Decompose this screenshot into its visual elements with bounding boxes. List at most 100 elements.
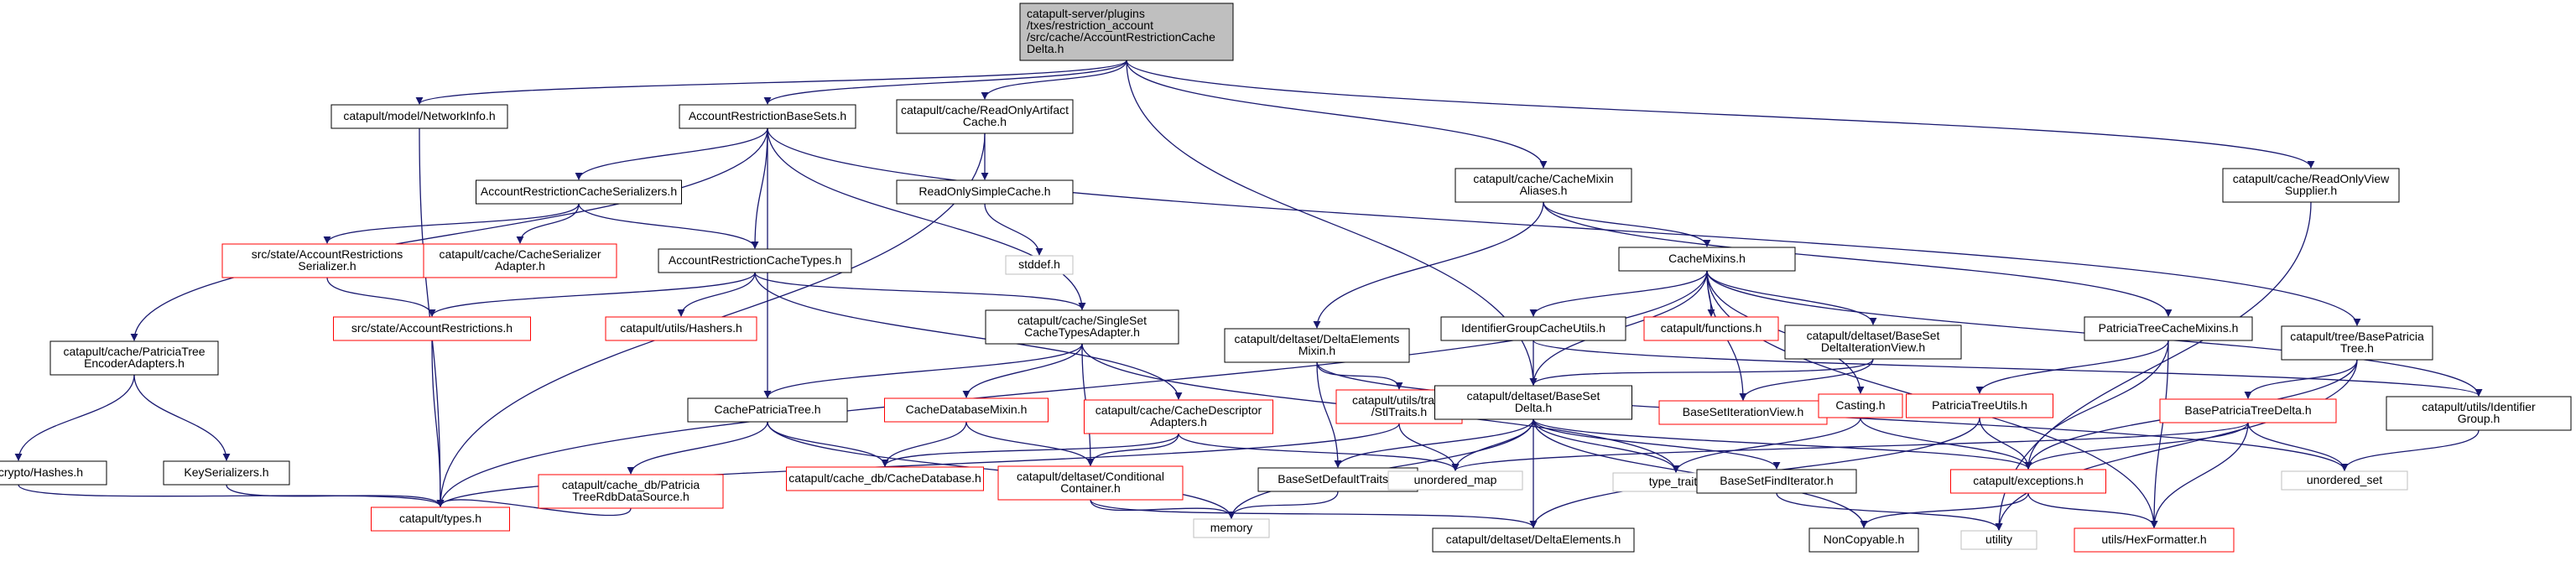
node-basepatriciatreedelta[interactable]: BasePatriciaTreeDelta.h bbox=[2159, 398, 2337, 423]
node-label-noncopyable-0: NonCopyable.h bbox=[1824, 532, 1905, 546]
edge-root-to-readonlyviewsupplier bbox=[1126, 60, 2315, 169]
edge-cachemixins-to-basesetdeltaiterationview bbox=[1706, 270, 1877, 325]
edge-patriciatreeencoderadapters-to-keyserializers bbox=[133, 374, 231, 461]
node-label-basesetfinditerator-0: BaseSetFindIterator.h bbox=[1720, 474, 1833, 487]
edge-singlesetcachetypesadapter-to-cachepatriciatree bbox=[763, 343, 1083, 398]
edge-basesetfinditerator-to-utility bbox=[1776, 492, 2003, 531]
node-hashes[interactable]: catapult/crypto/Hashes.h bbox=[0, 460, 107, 486]
node-label-singlesetcachetypesadapter-0: catapult/cache/SingleSet bbox=[1017, 314, 1147, 327]
node-label-basesetdefaulttraits-0: BaseSetDefaultTraits.h bbox=[1278, 472, 1397, 486]
node-arserializer[interactable]: src/state/AccountRestrictionsSerializer.… bbox=[221, 243, 433, 278]
node-types[interactable]: catapult/types.h bbox=[371, 506, 510, 532]
node-label-basepatriciatreedelta-0: BasePatriciaTreeDelta.h bbox=[2184, 403, 2311, 417]
node-cachemixins[interactable]: CacheMixins.h bbox=[1618, 247, 1796, 272]
node-hexformatter[interactable]: utils/HexFormatter.h bbox=[2074, 527, 2235, 553]
node-patriciatreeencoderadapters[interactable]: catapult/cache/PatriciaTreeEncoderAdapte… bbox=[49, 340, 219, 376]
node-patriciatreerdbdatasource[interactable]: catapult/cache_db/PatriciaTreeRdbDataSou… bbox=[538, 474, 724, 509]
node-label-arserializer-1: Serializer.h bbox=[298, 259, 356, 273]
node-box-patriciatreeutils bbox=[1906, 393, 2053, 418]
node-patriciatreeutils[interactable]: PatriciaTreeUtils.h bbox=[1906, 393, 2053, 418]
node-keyserializers[interactable]: KeySerializers.h bbox=[163, 460, 290, 486]
node-box-hashes bbox=[0, 460, 107, 486]
node-label-patriciatreecachemixins-0: PatriciaTreeCacheMixins.h bbox=[2099, 321, 2239, 335]
node-cachedatabasemixin[interactable]: CacheDatabaseMixin.h bbox=[884, 397, 1049, 423]
edge-basesetdelta-to-typetraits bbox=[1533, 418, 1680, 473]
edge-arbasesets-to-arcacheserializers bbox=[575, 127, 768, 180]
node-patriciatreecachemixins[interactable]: PatriciaTreeCacheMixins.h bbox=[2084, 316, 2253, 341]
node-basesetfinditerator[interactable]: BaseSetFindIterator.h bbox=[1696, 469, 1857, 494]
edge-root-to-networkinfo bbox=[415, 60, 1127, 105]
node-basepatriciatree[interactable]: catapult/tree/BasePatriciaTree.h bbox=[2281, 325, 2433, 361]
node-box-cachedatabase bbox=[786, 466, 984, 491]
node-box-functions bbox=[1643, 316, 1779, 341]
edge-basepatriciatree-to-basepatriciatreedelta bbox=[2244, 359, 2358, 399]
node-label-arcachetypes-0: AccountRestrictionCacheTypes.h bbox=[669, 253, 841, 267]
edge-basesetdelta-to-unorderedmap bbox=[1451, 418, 1534, 471]
edge-arcacheserializers-to-cacheserializeradapter bbox=[516, 203, 580, 244]
node-label-basesetdeltaiterationview-1: DeltaIterationView.h bbox=[1821, 340, 1925, 354]
node-singlesetcachetypesadapter[interactable]: catapult/cache/SingleSetCacheTypesAdapte… bbox=[985, 309, 1179, 345]
node-networkinfo[interactable]: catapult/model/NetworkInfo.h bbox=[330, 104, 508, 129]
node-label-identifiergroupcacheutils-0: IdentifierGroupCacheUtils.h bbox=[1461, 321, 1605, 335]
node-label-casting-0: Casting.h bbox=[1835, 398, 1885, 412]
node-label-patriciatreeencoderadapters-1: EncoderAdapters.h bbox=[84, 356, 185, 370]
node-box-hexformatter bbox=[2074, 527, 2235, 553]
edge-basesetdeltaiterationview-to-basesetdelta bbox=[1529, 358, 1874, 386]
node-hashers[interactable]: catapult/utils/Hashers.h bbox=[605, 316, 757, 341]
node-box-cachedatabasemixin bbox=[884, 397, 1049, 423]
node-label-cachedescriptoradapters-1: Adapters.h bbox=[1150, 415, 1207, 429]
edge-conditionalcontainer-to-deltaelements bbox=[1090, 499, 1538, 528]
node-label-arbasesets-0: AccountRestrictionBaseSets.h bbox=[689, 109, 846, 122]
node-arcachetypes[interactable]: AccountRestrictionCacheTypes.h bbox=[658, 248, 852, 273]
node-casting[interactable]: Casting.h bbox=[1818, 393, 1903, 418]
node-deltaelements[interactable]: catapult/deltaset/DeltaElements.h bbox=[1432, 527, 1635, 553]
node-arcacheserializers[interactable]: AccountRestrictionCacheSerializers.h bbox=[476, 179, 682, 205]
node-label-readonlyartifact-1: Cache.h bbox=[963, 115, 1007, 128]
edge-cachedescriptoradapters-to-unorderedmap bbox=[1178, 433, 1460, 471]
node-label-unorderedmap-0: unordered_map bbox=[1414, 473, 1497, 486]
edge-hashes-to-types bbox=[18, 484, 445, 507]
node-basesetiterationview[interactable]: BaseSetIterationView.h bbox=[1658, 400, 1828, 425]
node-arbasesets[interactable]: AccountRestrictionBaseSets.h bbox=[679, 104, 856, 129]
node-functions[interactable]: catapult/functions.h bbox=[1643, 316, 1779, 341]
node-label-readonlysimplecache-0: ReadOnlySimpleCache.h bbox=[919, 184, 1050, 198]
node-box-utility bbox=[1960, 530, 2037, 550]
node-label-basepatriciatree-1: Tree.h bbox=[2340, 341, 2374, 355]
edge-arbasesets-to-patriciatreeencoderadapters bbox=[130, 127, 768, 341]
node-label-networkinfo-0: catapult/model/NetworkInfo.h bbox=[343, 109, 495, 122]
node-label-functions-0: catapult/functions.h bbox=[1661, 321, 1762, 335]
node-utility: utility bbox=[1960, 530, 2037, 550]
edge-arcacheserializers-to-arserializer bbox=[323, 203, 580, 244]
node-accountrestrictions[interactable]: src/state/AccountRestrictions.h bbox=[333, 316, 531, 341]
node-identifiergroupcacheutils[interactable]: IdentifierGroupCacheUtils.h bbox=[1440, 316, 1626, 341]
edge-cachemixins-to-types bbox=[436, 270, 1708, 507]
node-box-patriciatreecachemixins bbox=[2084, 316, 2253, 341]
node-exceptions[interactable]: catapult/exceptions.h bbox=[1950, 469, 2106, 494]
node-identifiergroup[interactable]: catapult/utils/IdentifierGroup.h bbox=[2386, 396, 2572, 431]
node-box-cachedescriptoradapters bbox=[1084, 399, 1273, 434]
node-label-root-0: catapult-server/plugins bbox=[1027, 7, 1145, 20]
node-label-singlesetcachetypesadapter-1: CacheTypesAdapter.h bbox=[1024, 325, 1140, 339]
edge-cachemixinaliases-to-patriciatreecachemixins bbox=[1543, 201, 2173, 317]
node-root: catapult-server/plugins/txes/restriction… bbox=[1019, 3, 1234, 61]
edge-arbasesets-to-basepatriciatree bbox=[767, 127, 2361, 326]
node-noncopyable[interactable]: NonCopyable.h bbox=[1808, 527, 1919, 553]
node-label-arserializer-0: src/state/AccountRestrictions bbox=[252, 247, 403, 261]
edge-exceptions-to-noncopyable bbox=[1860, 492, 2029, 528]
node-basesetdeltaiterationview[interactable]: catapult/deltaset/BaseSetDeltaIterationV… bbox=[1784, 325, 1962, 360]
node-cachepatriciatree[interactable]: CachePatriciaTree.h bbox=[687, 397, 848, 423]
edge-basepatriciatreedelta-to-unorderedmap bbox=[1451, 422, 2249, 471]
node-box-types bbox=[371, 506, 510, 532]
node-readonlysimplecache[interactable]: ReadOnlySimpleCache.h bbox=[896, 179, 1074, 205]
node-cachedatabase[interactable]: catapult/cache_db/CacheDatabase.h bbox=[786, 466, 984, 491]
edge-arbasesets-to-singlesetcachetypesadapter bbox=[767, 127, 1086, 310]
